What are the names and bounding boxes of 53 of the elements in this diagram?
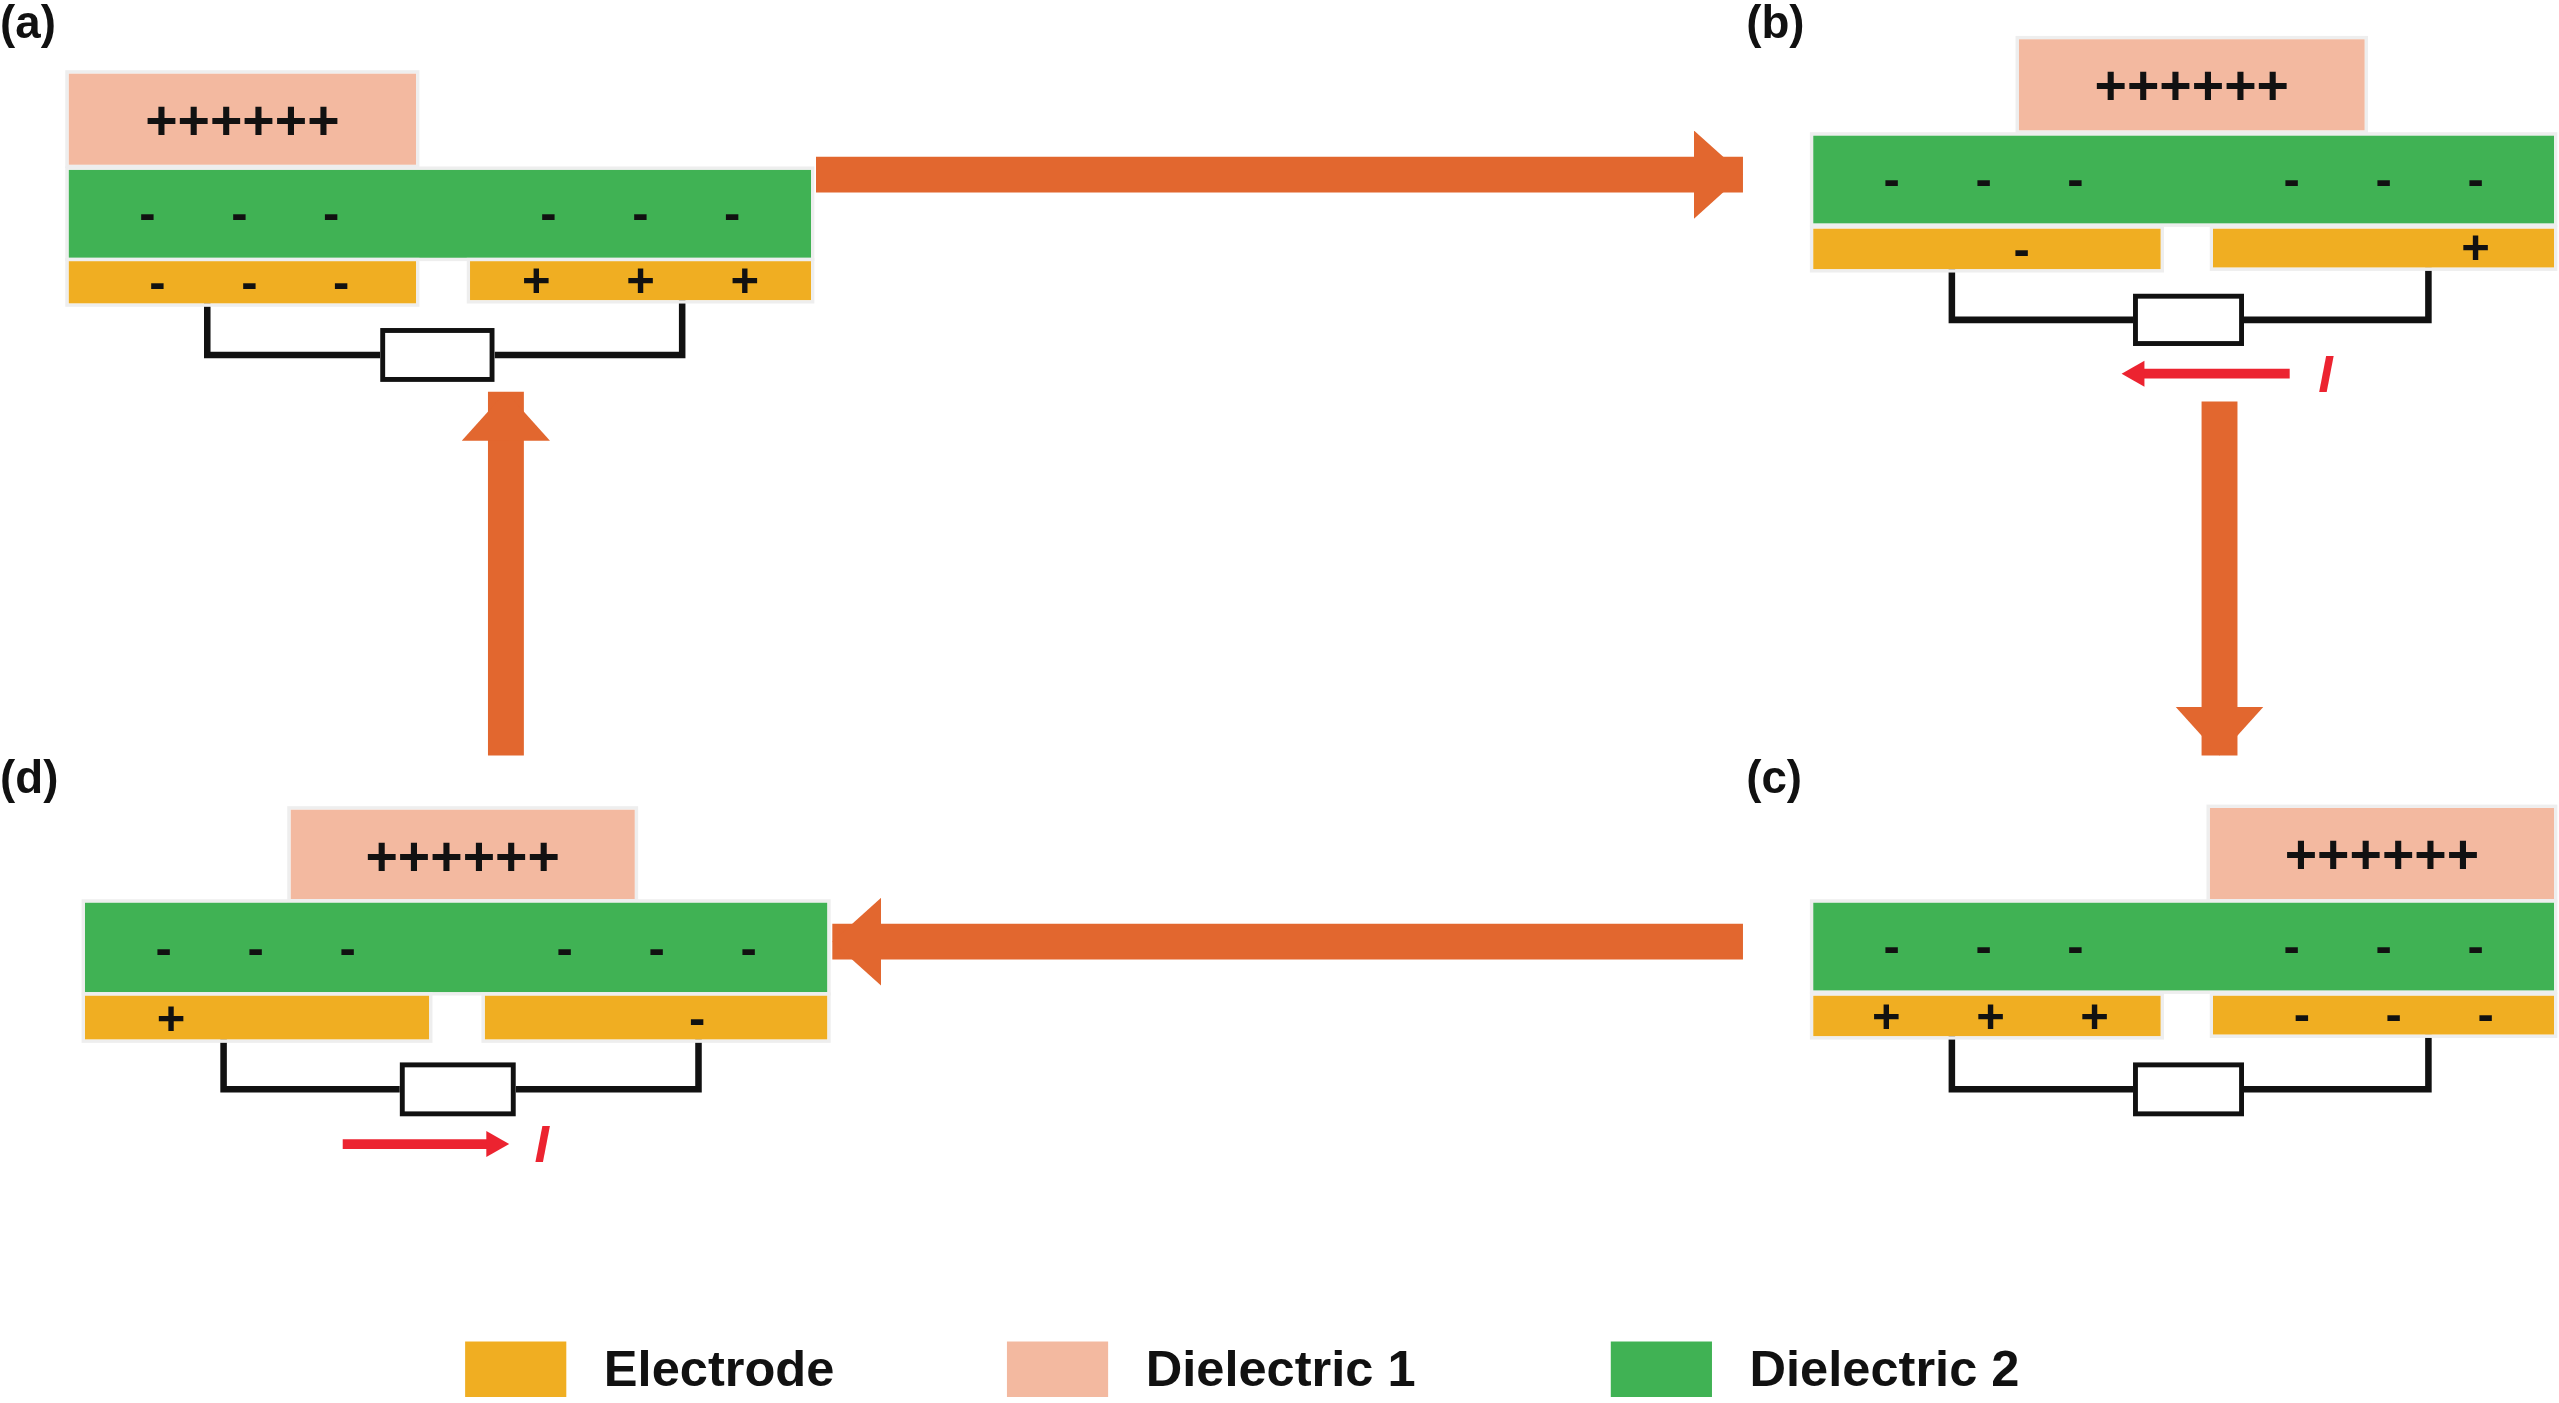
current-label: I xyxy=(2318,347,2333,400)
charge-signs: - - - xyxy=(2283,922,2484,972)
panel-heading: (b) xyxy=(1746,0,1805,46)
resistor-symbol xyxy=(380,328,495,382)
charge-signs: ++++++ xyxy=(2094,57,2289,113)
process-arrow xyxy=(461,391,550,756)
process-arrow xyxy=(2175,401,2264,756)
dielectric-layer xyxy=(1813,135,2555,224)
charge-signs: + + + xyxy=(522,256,760,306)
charge-signs: - - - xyxy=(1883,155,2084,204)
panel-heading: (a) xyxy=(0,0,56,46)
dielectric-layer xyxy=(68,169,812,258)
legend-label: Electrode xyxy=(603,1343,835,1394)
current-label: I xyxy=(534,1117,550,1171)
charge-signs: - - - xyxy=(540,189,741,239)
legend-label: Dielectric 2 xyxy=(1749,1343,2020,1394)
resistor-symbol xyxy=(2133,293,2244,346)
charge-signs: - - - xyxy=(2293,990,2494,1040)
charge-signs: + + + xyxy=(1871,991,2109,1041)
charge-signs: ++++++ xyxy=(365,826,560,883)
dielectric-layer xyxy=(2209,807,2555,900)
electrode-strip xyxy=(1813,228,2161,270)
electrode-strip xyxy=(68,261,417,304)
electrode-strip xyxy=(1813,995,2161,1037)
charge-signs: - - - xyxy=(556,922,757,972)
electrode-strip xyxy=(2213,995,2555,1035)
charge-signs: - xyxy=(2013,224,2030,274)
electrode-strip xyxy=(84,995,430,1040)
charge-signs: - xyxy=(689,993,706,1043)
panel-heading: (d) xyxy=(0,755,59,802)
charge-signs: - - - xyxy=(149,257,350,307)
dielectric-layer xyxy=(84,902,828,993)
charge-signs: - - - xyxy=(2283,155,2484,204)
charge-signs: ++++++ xyxy=(2284,825,2480,882)
charge-signs: + xyxy=(2461,223,2490,273)
charge-signs: - - - xyxy=(1883,922,2084,972)
charge-signs: - - - xyxy=(155,922,356,972)
legend-label: Dielectric 1 xyxy=(1145,1343,1416,1394)
resistor-symbol xyxy=(399,1062,516,1117)
dielectric-layer xyxy=(2018,39,2365,131)
resistor-symbol xyxy=(2133,1062,2244,1117)
dielectric-layer xyxy=(1813,902,2555,991)
process-arrow xyxy=(832,897,1743,986)
electrode-strip xyxy=(470,261,812,301)
charge-signs: + xyxy=(156,993,186,1043)
dielectric-layer xyxy=(290,809,635,900)
process-arrow xyxy=(816,130,1743,219)
charge-signs: ++++++ xyxy=(145,91,340,147)
dielectric-layer xyxy=(68,73,417,165)
charge-signs: - - - xyxy=(139,189,340,239)
panel-heading: (c) xyxy=(1746,755,1803,802)
electrode-strip xyxy=(484,995,828,1040)
electrode-strip xyxy=(2213,228,2555,268)
